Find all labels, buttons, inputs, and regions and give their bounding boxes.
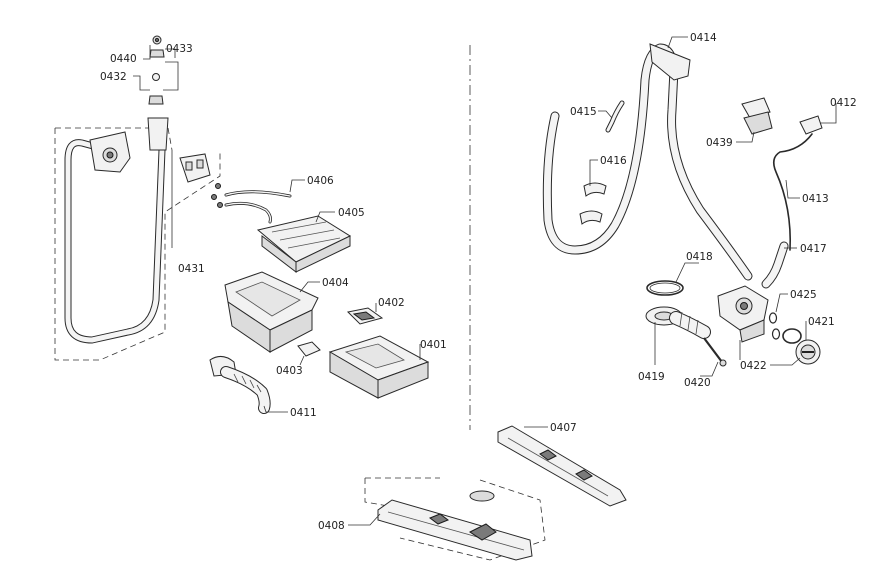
bellows-hose-0411 xyxy=(209,356,271,414)
hose-0415 xyxy=(605,100,625,133)
base-outline xyxy=(364,477,546,561)
pressure-switch-0439 xyxy=(741,97,773,135)
rail-0408 xyxy=(377,490,533,561)
label-0404: 0404 xyxy=(322,277,349,289)
label-0431: 0431 xyxy=(178,263,205,275)
hoses-0406 xyxy=(224,190,292,224)
clamp-ring-0418 xyxy=(646,280,684,296)
inlet-hose-0431 xyxy=(64,117,169,344)
label-0440: 0440 xyxy=(110,53,137,65)
screw-0420 xyxy=(703,337,727,367)
dispenser-drawer-0401 xyxy=(328,335,430,399)
part-labels: 0440 0433 0432 0431 0406 0405 0404 0402 … xyxy=(100,32,857,532)
dispenser-lid-0405 xyxy=(256,215,352,274)
label-0421: 0421 xyxy=(808,316,835,328)
rail-0407 xyxy=(497,425,627,507)
label-0433: 0433 xyxy=(166,43,193,55)
label-0415: 0415 xyxy=(570,106,597,118)
filter-0421 xyxy=(782,328,821,365)
hose-0414 xyxy=(542,43,753,281)
label-0412: 0412 xyxy=(830,97,857,109)
label-0414: 0414 xyxy=(690,32,717,44)
cap-0403 xyxy=(297,341,321,357)
label-0417: 0417 xyxy=(800,243,827,255)
label-0420: 0420 xyxy=(684,377,711,389)
label-0413: 0413 xyxy=(802,193,829,205)
label-0418: 0418 xyxy=(686,251,713,263)
label-0425: 0425 xyxy=(790,289,817,301)
label-0432: 0432 xyxy=(100,71,127,83)
handle-0402 xyxy=(346,307,384,325)
label-0419: 0419 xyxy=(638,371,665,383)
hose-0417 xyxy=(761,241,789,289)
clamp-0416 xyxy=(579,182,607,225)
label-0416: 0416 xyxy=(600,155,627,167)
label-0403: 0403 xyxy=(276,365,303,377)
inlet-hose-group-outline xyxy=(54,127,221,361)
valve-clips xyxy=(211,183,223,208)
label-0407: 0407 xyxy=(550,422,577,434)
label-0405: 0405 xyxy=(338,207,365,219)
solenoid-valve xyxy=(179,153,211,183)
sensor-0412 xyxy=(799,115,823,135)
leader-lines xyxy=(133,36,837,526)
dispenser-housing-0404 xyxy=(224,271,319,353)
bellows-0419 xyxy=(645,306,711,339)
label-0406: 0406 xyxy=(307,175,334,187)
label-0408: 0408 xyxy=(318,520,345,532)
seal-0425 xyxy=(768,312,781,340)
label-0439: 0439 xyxy=(706,137,733,149)
label-0411: 0411 xyxy=(290,407,317,419)
nut-0433-top xyxy=(149,49,165,58)
tube-0413 xyxy=(772,133,813,251)
label-0422: 0422 xyxy=(740,360,767,372)
label-0402: 0402 xyxy=(378,297,405,309)
nut-0440 xyxy=(152,35,162,45)
pump-0422 xyxy=(717,285,769,343)
washer-0432 xyxy=(148,73,164,105)
label-0401: 0401 xyxy=(420,339,447,351)
